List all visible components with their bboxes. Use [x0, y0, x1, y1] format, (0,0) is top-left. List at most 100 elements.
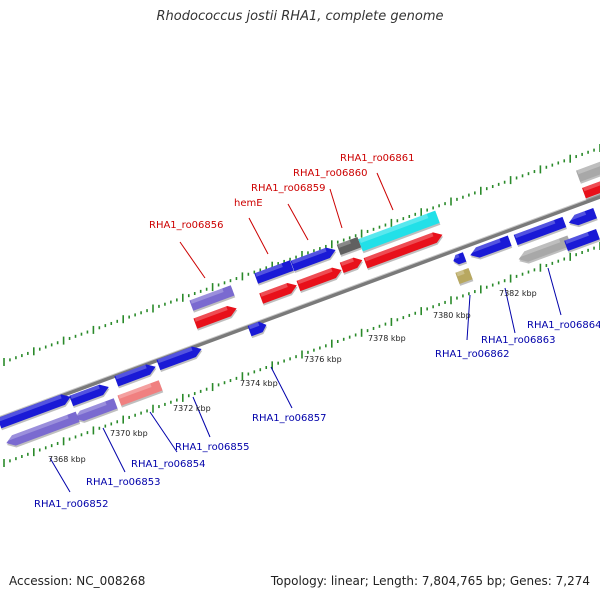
feature-reverse-c-body [363, 232, 443, 269]
feature-reverse-b-body [296, 267, 342, 292]
feature-ro06856[interactable] [189, 285, 236, 313]
feature-blue-f-body [564, 228, 600, 252]
feature-ro06864-body [518, 235, 572, 262]
feature-reverse-c[interactable] [363, 230, 445, 271]
feature-ro06854-sheen [118, 383, 152, 399]
feature-reverse-b[interactable] [296, 265, 345, 294]
gene-label-RHA1_ro06856[interactable]: RHA1_ro06856 [149, 220, 224, 231]
feature-reverse-a[interactable] [259, 280, 299, 306]
feature-ro06862-body [453, 252, 467, 265]
feature-gray-dark-body [336, 237, 362, 255]
feature-gray-dark[interactable] [336, 237, 362, 257]
feature-ro06862[interactable] [452, 252, 468, 267]
leader-line [248, 217, 269, 255]
feature-olive-sheen [456, 269, 465, 277]
feature-ro06857[interactable] [247, 320, 269, 339]
feature-blue-g-body [568, 207, 598, 226]
gene-label-RHA1_ro06855[interactable]: RHA1_ro06855 [175, 442, 250, 453]
feature-blue-g[interactable] [567, 207, 598, 230]
lower-scale-ticks [3, 242, 600, 467]
leader-line [466, 294, 471, 341]
feature-ro06852-fwd-body [0, 394, 71, 429]
label-leader-lines [49, 172, 562, 493]
feature-ro06860[interactable] [339, 255, 365, 275]
feature-red-top-sheen [582, 180, 600, 192]
feature-ro06857-body [247, 321, 267, 337]
gene-label-RHA1_ro06854[interactable]: RHA1_ro06854 [131, 459, 206, 470]
genome-axis-line [0, 194, 600, 421]
feature-ro06852-sheen [5, 414, 69, 442]
scale-labels: 7368 kbp 7370 kbp 7372 kbp 7374 kbp 7376 kbp… [48, 289, 537, 464]
upper-scale-ticks [3, 144, 600, 366]
feature-ro06864[interactable] [517, 235, 572, 266]
feature-ro06852[interactable] [4, 411, 81, 451]
feature-ro06856-reverse[interactable] [193, 303, 239, 331]
feature-blue-h-sheen [157, 346, 193, 364]
feature-blue-g-sheen [567, 211, 587, 221]
feature-blue-j[interactable] [69, 382, 111, 408]
gene-label-RHA1_ro06863[interactable]: RHA1_ro06863 [481, 335, 556, 346]
genome-title: Rhodococcus jostii RHA1, complete genome [156, 9, 444, 24]
feature-blue-e-sheen [514, 219, 556, 239]
gene-label-RHA1_ro06857[interactable]: RHA1_ro06857 [252, 413, 327, 424]
scale-label: 7372 kbp [173, 404, 211, 413]
leader-line [192, 396, 211, 438]
feature-ro06854[interactable] [117, 380, 164, 408]
scale-label: 7376 kbp [304, 355, 342, 364]
leader-line [376, 172, 394, 211]
feature-ro06853[interactable] [72, 398, 119, 425]
feature-ro06860-sheen [340, 257, 354, 266]
feature-blue-i-body [114, 364, 156, 387]
feature-gray-dark-sheen [337, 239, 351, 248]
feature-blue-e-body [513, 216, 567, 246]
feature-blue-h[interactable] [156, 344, 205, 373]
scale-label: 7378 kbp [368, 334, 406, 343]
feature-blue-j-body [69, 384, 109, 407]
feature-red-top[interactable] [582, 177, 600, 201]
leader-line [329, 188, 343, 229]
scale-label: 7368 kbp [48, 455, 86, 464]
feature-ro06859-body [290, 247, 336, 272]
feature-hemE[interactable] [254, 260, 295, 286]
feature-ro06857-sheen [248, 322, 260, 330]
feature-gray-top-body [576, 158, 600, 182]
feature-ro06852-body [6, 411, 80, 446]
gene-label-RHA1_ro06853[interactable]: RHA1_ro06853 [86, 477, 161, 488]
feature-hemE-sheen [255, 263, 283, 277]
feature-ro06861-sheen [359, 213, 429, 244]
gene-labels: RHA1_ro06856 hemE RHA1_ro06859 RHA1_ro06860… [34, 153, 600, 510]
feature-blue-e[interactable] [513, 216, 567, 248]
feature-ro06853-body [74, 398, 118, 422]
feature-ro06863[interactable] [468, 235, 513, 263]
feature-ro06863-body [470, 235, 512, 258]
gene-label-hemE[interactable]: hemE [234, 198, 263, 209]
feature-ro06862-sheen [452, 253, 460, 260]
gene-label-RHA1_ro06852[interactable]: RHA1_ro06852 [34, 499, 109, 510]
scale-label: 7370 kbp [110, 429, 148, 438]
feature-ro06859[interactable] [290, 245, 339, 274]
feature-olive[interactable] [455, 267, 474, 286]
feature-ro06861[interactable] [358, 210, 441, 254]
feature-ro06856-body [189, 285, 235, 311]
feature-ro06860-body [339, 257, 363, 273]
feature-ro06853-sheen [73, 401, 107, 417]
feature-red-top-body [582, 177, 600, 199]
feature-reverse-c-sheen [364, 232, 434, 262]
scale-label: 7374 kbp [240, 379, 278, 388]
gene-label-RHA1_ro06859[interactable]: RHA1_ro06859 [251, 183, 326, 194]
gene-label-RHA1_ro06860[interactable]: RHA1_ro06860 [293, 168, 368, 179]
leader-line [270, 366, 293, 409]
feature-blue-i-sheen [115, 364, 147, 380]
feature-ro06856-reverse-sheen [194, 306, 228, 322]
leader-line [149, 411, 178, 453]
gene-label-RHA1_ro06862[interactable]: RHA1_ro06862 [435, 349, 510, 360]
gene-label-RHA1_ro06861[interactable]: RHA1_ro06861 [340, 153, 415, 164]
feature-gray-top[interactable] [576, 158, 600, 184]
feature-ro06852-fwd[interactable] [0, 392, 73, 431]
leader-line [547, 267, 562, 316]
feature-blue-i[interactable] [114, 362, 158, 389]
gene-label-RHA1_ro06864[interactable]: RHA1_ro06864 [527, 320, 600, 331]
feature-blue-f[interactable] [564, 228, 600, 253]
